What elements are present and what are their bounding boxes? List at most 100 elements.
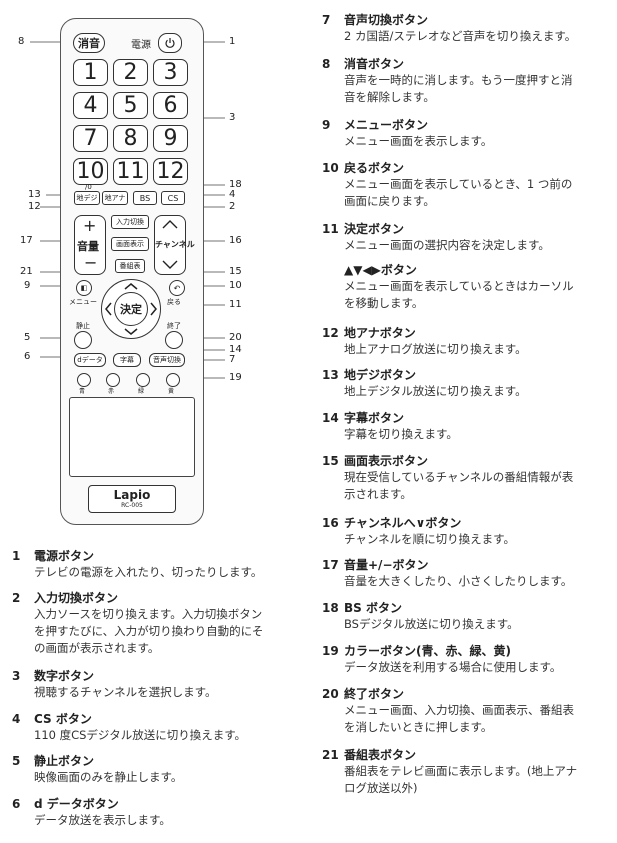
item-text: 音を解除します。: [344, 90, 435, 104]
volume-plus[interactable]: +: [83, 216, 97, 235]
return-icon: ↶: [173, 283, 181, 293]
volume-minus[interactable]: −: [84, 253, 98, 272]
num-key-2[interactable]: 2: [113, 59, 148, 86]
mute-button[interactable]: 消音: [73, 33, 105, 53]
item-text: 番組表をテレビ画面に表示します。(地上アナ: [344, 764, 578, 778]
item-text: の画面が表示されます。: [34, 641, 160, 655]
num-key-6[interactable]: 6: [153, 92, 188, 119]
item-title: 音声切換ボタン: [344, 13, 429, 27]
audio-switch-button[interactable]: 音声切換: [149, 353, 185, 367]
volume-rocker[interactable]: + 音量 −: [74, 215, 106, 275]
subtitle-button[interactable]: 字幕: [113, 353, 141, 367]
color-label-red: 赤: [108, 388, 115, 395]
num-key-5[interactable]: 5: [113, 92, 148, 119]
item-text: 地上デジタル放送に切り換えます。: [344, 384, 527, 398]
callout-4: 4: [229, 189, 236, 200]
item-number: 9: [322, 118, 331, 132]
item-title: 静止ボタン: [34, 754, 95, 768]
logo-plate: Lapio RC-005: [88, 485, 176, 513]
item-text: メニュー画面を表示しているときはカーソル: [344, 279, 574, 293]
callout-5: 5: [24, 332, 31, 343]
color-label-yellow: 黄: [168, 388, 175, 395]
item-title: BS ボタン: [344, 601, 402, 615]
menu-button[interactable]: ◧: [76, 280, 92, 296]
callout-8: 8: [18, 36, 25, 47]
item-text: ログ放送以外): [344, 781, 418, 795]
display-button[interactable]: 画面表示: [111, 237, 149, 251]
back-button[interactable]: ↶: [169, 280, 185, 296]
remote-body: 消音 電源 1 2 3 4 5 6 7 8 9 10 11 12 /0 地デジ …: [60, 18, 204, 525]
color-button-blue[interactable]: [77, 373, 91, 387]
item-number: 15: [322, 454, 339, 468]
arrow-left-icon: [105, 302, 112, 316]
item-number: 10: [322, 161, 339, 175]
power-button[interactable]: [158, 33, 182, 53]
item-text: 音声を一時的に消します。もう一度押すと消: [344, 73, 573, 87]
menu-icon: ◧: [80, 284, 88, 292]
d-data-button[interactable]: dデータ: [74, 353, 106, 367]
remote-figure: 8 13 12 17 21 9 5 6 1 3 18 4 2 16 15 10 …: [0, 0, 300, 540]
item-text: BSデジタル放送に切り換えます。: [344, 617, 519, 631]
bs-button[interactable]: BS: [133, 191, 157, 205]
item-text: メニュー画面、入力切換、画面表示、番組表: [344, 703, 574, 717]
num-key-3[interactable]: 3: [153, 59, 188, 86]
callout-1: 1: [229, 36, 236, 47]
item-title: 数字ボタン: [34, 669, 95, 683]
item-18: 18 BS ボタン BSデジタル放送に切り換えます。: [322, 600, 602, 633]
still-button[interactable]: [74, 331, 92, 349]
end-label: 終了: [167, 322, 181, 330]
power-icon: [165, 38, 175, 48]
callout-18: 18: [229, 179, 242, 190]
item-text: 110 度CSデジタル放送に切り換えます。: [34, 728, 247, 742]
enter-button[interactable]: 決定: [114, 292, 148, 326]
program-guide-button[interactable]: 番組表: [115, 259, 145, 273]
chiji-button[interactable]: 地デジ: [74, 191, 100, 205]
chiana-button[interactable]: 地アナ: [102, 191, 128, 205]
item-title: 消音ボタン: [344, 57, 405, 71]
power-label: 電源: [131, 40, 151, 51]
arrow-down-icon: [124, 328, 138, 335]
still-label: 静止: [76, 322, 90, 330]
callout-16: 16: [229, 235, 242, 246]
item-text: 現在受信しているチャンネルの番組情報が表: [344, 470, 574, 484]
callout-9: 9: [24, 280, 31, 291]
num-key-9[interactable]: 9: [153, 125, 188, 152]
num-key-11[interactable]: 11: [113, 158, 148, 185]
num-key-12[interactable]: 12: [153, 158, 188, 185]
color-button-red[interactable]: [106, 373, 120, 387]
dpad[interactable]: 決定: [101, 279, 161, 339]
num-key-4[interactable]: 4: [73, 92, 108, 119]
item-text: を押すたびに、入力が切り換わり自動的にそ: [34, 624, 264, 638]
num-key-8[interactable]: 8: [113, 125, 148, 152]
end-button[interactable]: [165, 331, 183, 349]
num-key-7[interactable]: 7: [73, 125, 108, 152]
item-title: 音量+/−ボタン: [344, 558, 429, 572]
num-key-1[interactable]: 1: [73, 59, 108, 86]
item-text: 示されます。: [344, 487, 412, 501]
zero-label: /0: [85, 183, 92, 191]
arrow-buttons-heading: ▲▼◀▶ボタン: [344, 263, 417, 277]
item-number: 18: [322, 601, 339, 615]
item-number: 12: [322, 326, 339, 340]
callout-17: 17: [20, 235, 33, 246]
channel-rocker[interactable]: チャンネル: [154, 215, 195, 275]
callout-2: 2: [229, 201, 236, 212]
color-button-yellow[interactable]: [166, 373, 180, 387]
item-title: 入力切換ボタン: [34, 591, 119, 605]
item-number: 17: [322, 558, 339, 572]
item-number: 1: [12, 549, 21, 563]
input-button[interactable]: 入力切換: [111, 215, 149, 229]
arrow-up-icon: [124, 283, 138, 290]
item-number: 11: [322, 222, 339, 236]
num-key-10[interactable]: 10: [73, 158, 108, 185]
color-button-green[interactable]: [136, 373, 150, 387]
cs-button[interactable]: CS: [161, 191, 185, 205]
